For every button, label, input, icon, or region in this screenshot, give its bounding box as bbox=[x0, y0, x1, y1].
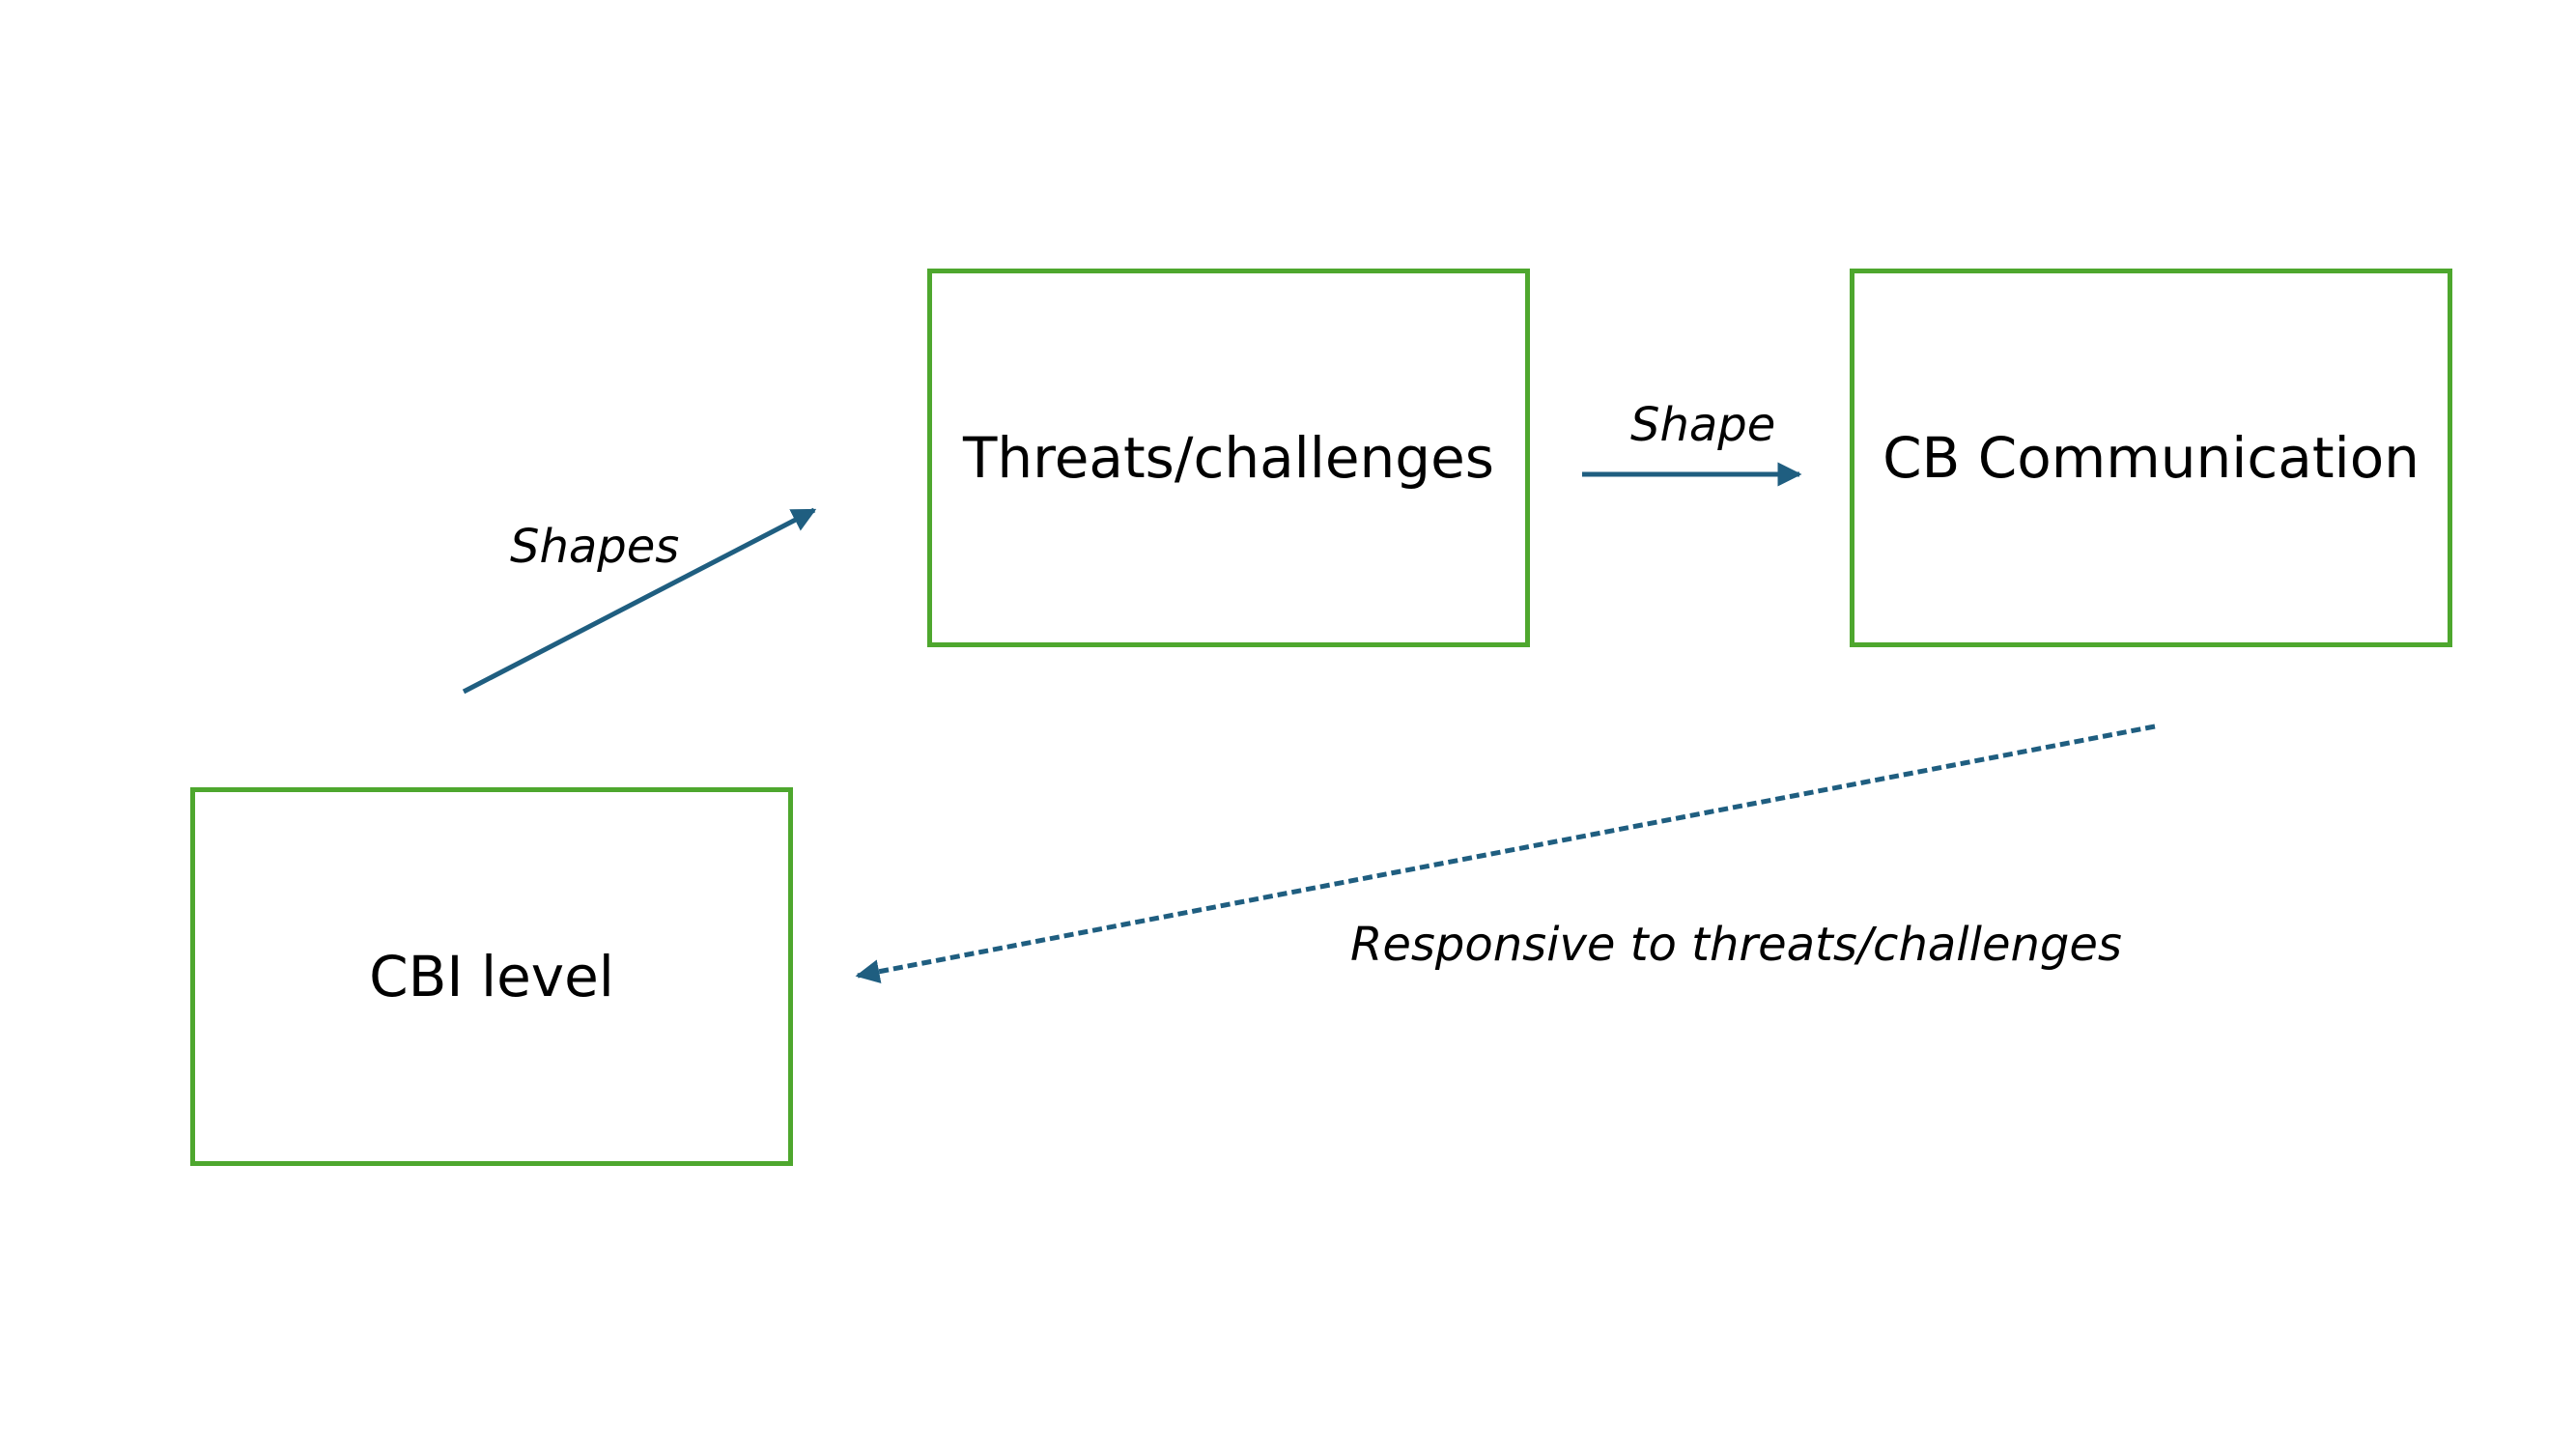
arrow-communication-to-cbi bbox=[855, 724, 2156, 984]
node-cb-communication[interactable]: CB Communication bbox=[1850, 269, 2452, 647]
edge-label-shape: Shape bbox=[1630, 398, 1776, 452]
edge-label-responsive: Responsive to threats/challenges bbox=[1350, 918, 2122, 972]
edge-label-shapes: Shapes bbox=[510, 520, 680, 574]
arrow-cbi-to-threats bbox=[462, 507, 817, 695]
node-communication-label: CB Communication bbox=[1882, 425, 2420, 491]
node-cbi-level[interactable]: CBI level bbox=[190, 787, 793, 1166]
node-threats-challenges[interactable]: Threats/challenges bbox=[927, 269, 1530, 647]
node-threats-label: Threats/challenges bbox=[962, 425, 1495, 491]
node-cbi-label: CBI level bbox=[369, 944, 614, 1009]
